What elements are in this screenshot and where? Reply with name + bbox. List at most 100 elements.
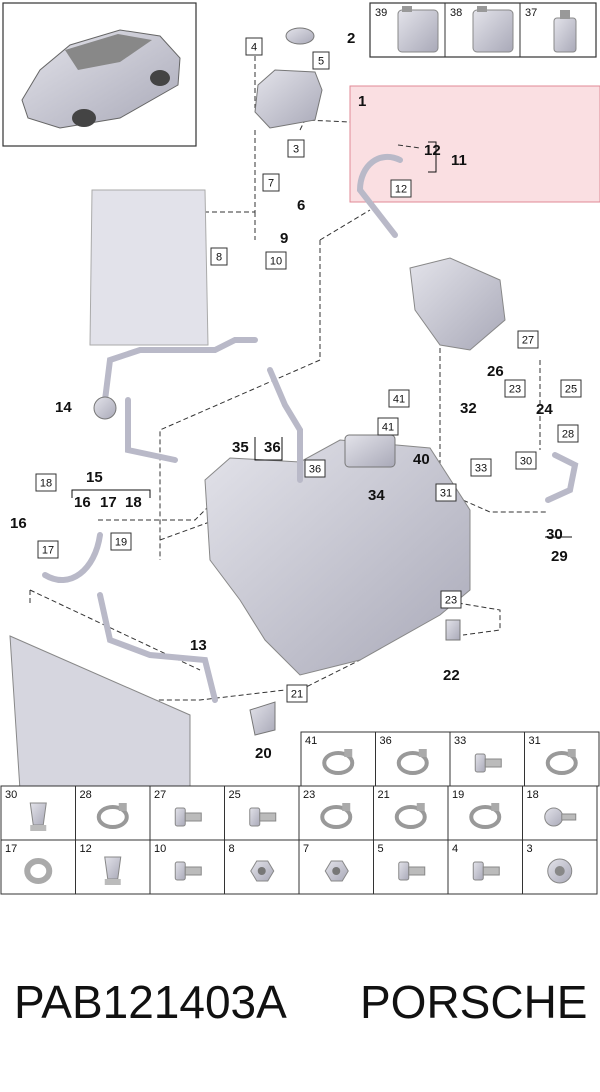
bottle-icon: [553, 10, 577, 53]
consumable-38: 38: [450, 6, 514, 53]
fastener-cell-30: 30: [0, 785, 76, 841]
fastener-number: 19: [452, 789, 464, 801]
fastener-cell-28: 28: [75, 785, 151, 841]
fastener-cell-12: 12: [75, 839, 151, 895]
fastener-cell-17: 17: [0, 839, 76, 895]
callout-1: 1: [358, 93, 366, 110]
fastener-cell-41: 41: [300, 731, 376, 787]
bracket-35: [254, 437, 283, 461]
boxed-callout-label: 41: [393, 394, 405, 406]
callout-14: 14: [55, 399, 72, 416]
boxed-callout-28: 28: [557, 424, 579, 443]
callout-16: 16: [74, 494, 91, 511]
fastener-cell-10: 10: [149, 839, 225, 895]
clip-icon: [104, 856, 122, 885]
canister-icon: [472, 6, 514, 53]
callout-24: 24: [536, 401, 553, 418]
hose-clamp-icon: [396, 749, 429, 775]
flange-bolt-icon: [472, 861, 500, 881]
callout-34: 34: [368, 487, 385, 504]
boxed-callout-label: 28: [562, 429, 574, 441]
boxed-callout-label: 18: [40, 478, 52, 490]
consumable-37: 37: [525, 7, 577, 53]
fastener-number: 28: [80, 789, 92, 801]
boxed-callout-label: 4: [251, 42, 257, 54]
consumable-39: 39: [375, 6, 439, 53]
boxed-callout-23: 23: [440, 590, 462, 609]
callout-15: 15: [86, 469, 103, 486]
sensor-22: [445, 619, 461, 641]
brand-name: PORSCHE: [360, 976, 588, 1028]
fastener-cell-8: 8: [224, 839, 300, 895]
fastener-number: 17: [5, 843, 17, 855]
boxed-callout-41: 41: [388, 389, 410, 408]
boxed-callout-36: 36: [304, 459, 326, 478]
fastener-cell-23: 23: [298, 785, 374, 841]
callout-16: 16: [10, 515, 27, 532]
consumable-number: 39: [375, 7, 387, 19]
hose-clamp-icon: [322, 749, 355, 775]
boxed-callout-label: 25: [565, 384, 577, 396]
boxed-callout-18: 18: [35, 473, 57, 492]
fastener-number: 18: [527, 789, 539, 801]
callout-36: 36: [264, 439, 281, 456]
fastener-cell-21: 21: [373, 785, 449, 841]
boxed-callout-label: 19: [115, 537, 127, 549]
boxed-callout-25: 25: [560, 379, 582, 398]
bolt-icon: [474, 753, 502, 773]
boxed-callout-label: 3: [293, 144, 299, 156]
fastener-number: 12: [80, 843, 92, 855]
fastener-number: 21: [378, 789, 390, 801]
hose-clamp-icon: [320, 803, 353, 829]
fastener-number: 5: [378, 843, 384, 855]
boxed-callout-41: 41: [377, 417, 399, 436]
coolant-hoses: [42, 153, 579, 703]
fastener-number: 4: [452, 843, 458, 855]
callout-9: 9: [280, 230, 288, 247]
boxed-callout-label: 12: [395, 184, 407, 196]
flange-bolt-icon: [398, 861, 426, 881]
fastener-number: 30: [5, 789, 17, 801]
bracket-11: [428, 141, 437, 173]
bolt-icon: [174, 861, 202, 881]
boxed-callout-30: 30: [515, 451, 537, 470]
fastener-cell-27: 27: [149, 785, 225, 841]
screw-icon: [544, 807, 577, 827]
boxed-callout-label: 23: [445, 595, 457, 607]
bolt-icon: [174, 807, 202, 827]
boxed-callout-4: 4: [245, 37, 263, 56]
boxed-callout-19: 19: [110, 532, 132, 551]
canister-icon: [397, 6, 439, 53]
callout-12: 12: [424, 142, 441, 159]
boxed-callout-label: 31: [440, 488, 452, 500]
fastener-number: 41: [305, 735, 317, 747]
caption: PAB121403A PORSCHE: [0, 975, 600, 1055]
consumable-number: 37: [525, 7, 537, 19]
callout-30: 30: [546, 526, 563, 543]
boxed-callout-label: 8: [216, 252, 222, 264]
boxed-callout-8: 8: [210, 247, 228, 266]
boxed-callout-3: 3: [287, 139, 305, 158]
fastener-cell-5: 5: [373, 839, 449, 895]
boxed-callout-label: 10: [270, 256, 282, 268]
boxed-callout-5: 5: [312, 51, 330, 70]
callout-29: 29: [551, 548, 568, 565]
callout-40: 40: [413, 451, 430, 468]
boxed-callout-7: 7: [262, 173, 280, 192]
hose-clamp-icon: [469, 803, 502, 829]
boxed-callout-23: 23: [504, 379, 526, 398]
callout-13: 13: [190, 637, 207, 654]
callout-20: 20: [255, 745, 272, 762]
boxed-callout-12: 12: [390, 179, 412, 198]
fastener-number: 7: [303, 843, 309, 855]
fastener-number: 8: [229, 843, 235, 855]
fastener-number: 3: [527, 843, 533, 855]
reservoir-cap: [285, 27, 315, 45]
consumables-box: 39 38 37: [369, 2, 597, 58]
nut-icon: [324, 860, 349, 882]
seal-ring-icon: [24, 858, 53, 884]
fastener-cell-31: 31: [524, 731, 600, 787]
fastener-cell-7: 7: [298, 839, 374, 895]
